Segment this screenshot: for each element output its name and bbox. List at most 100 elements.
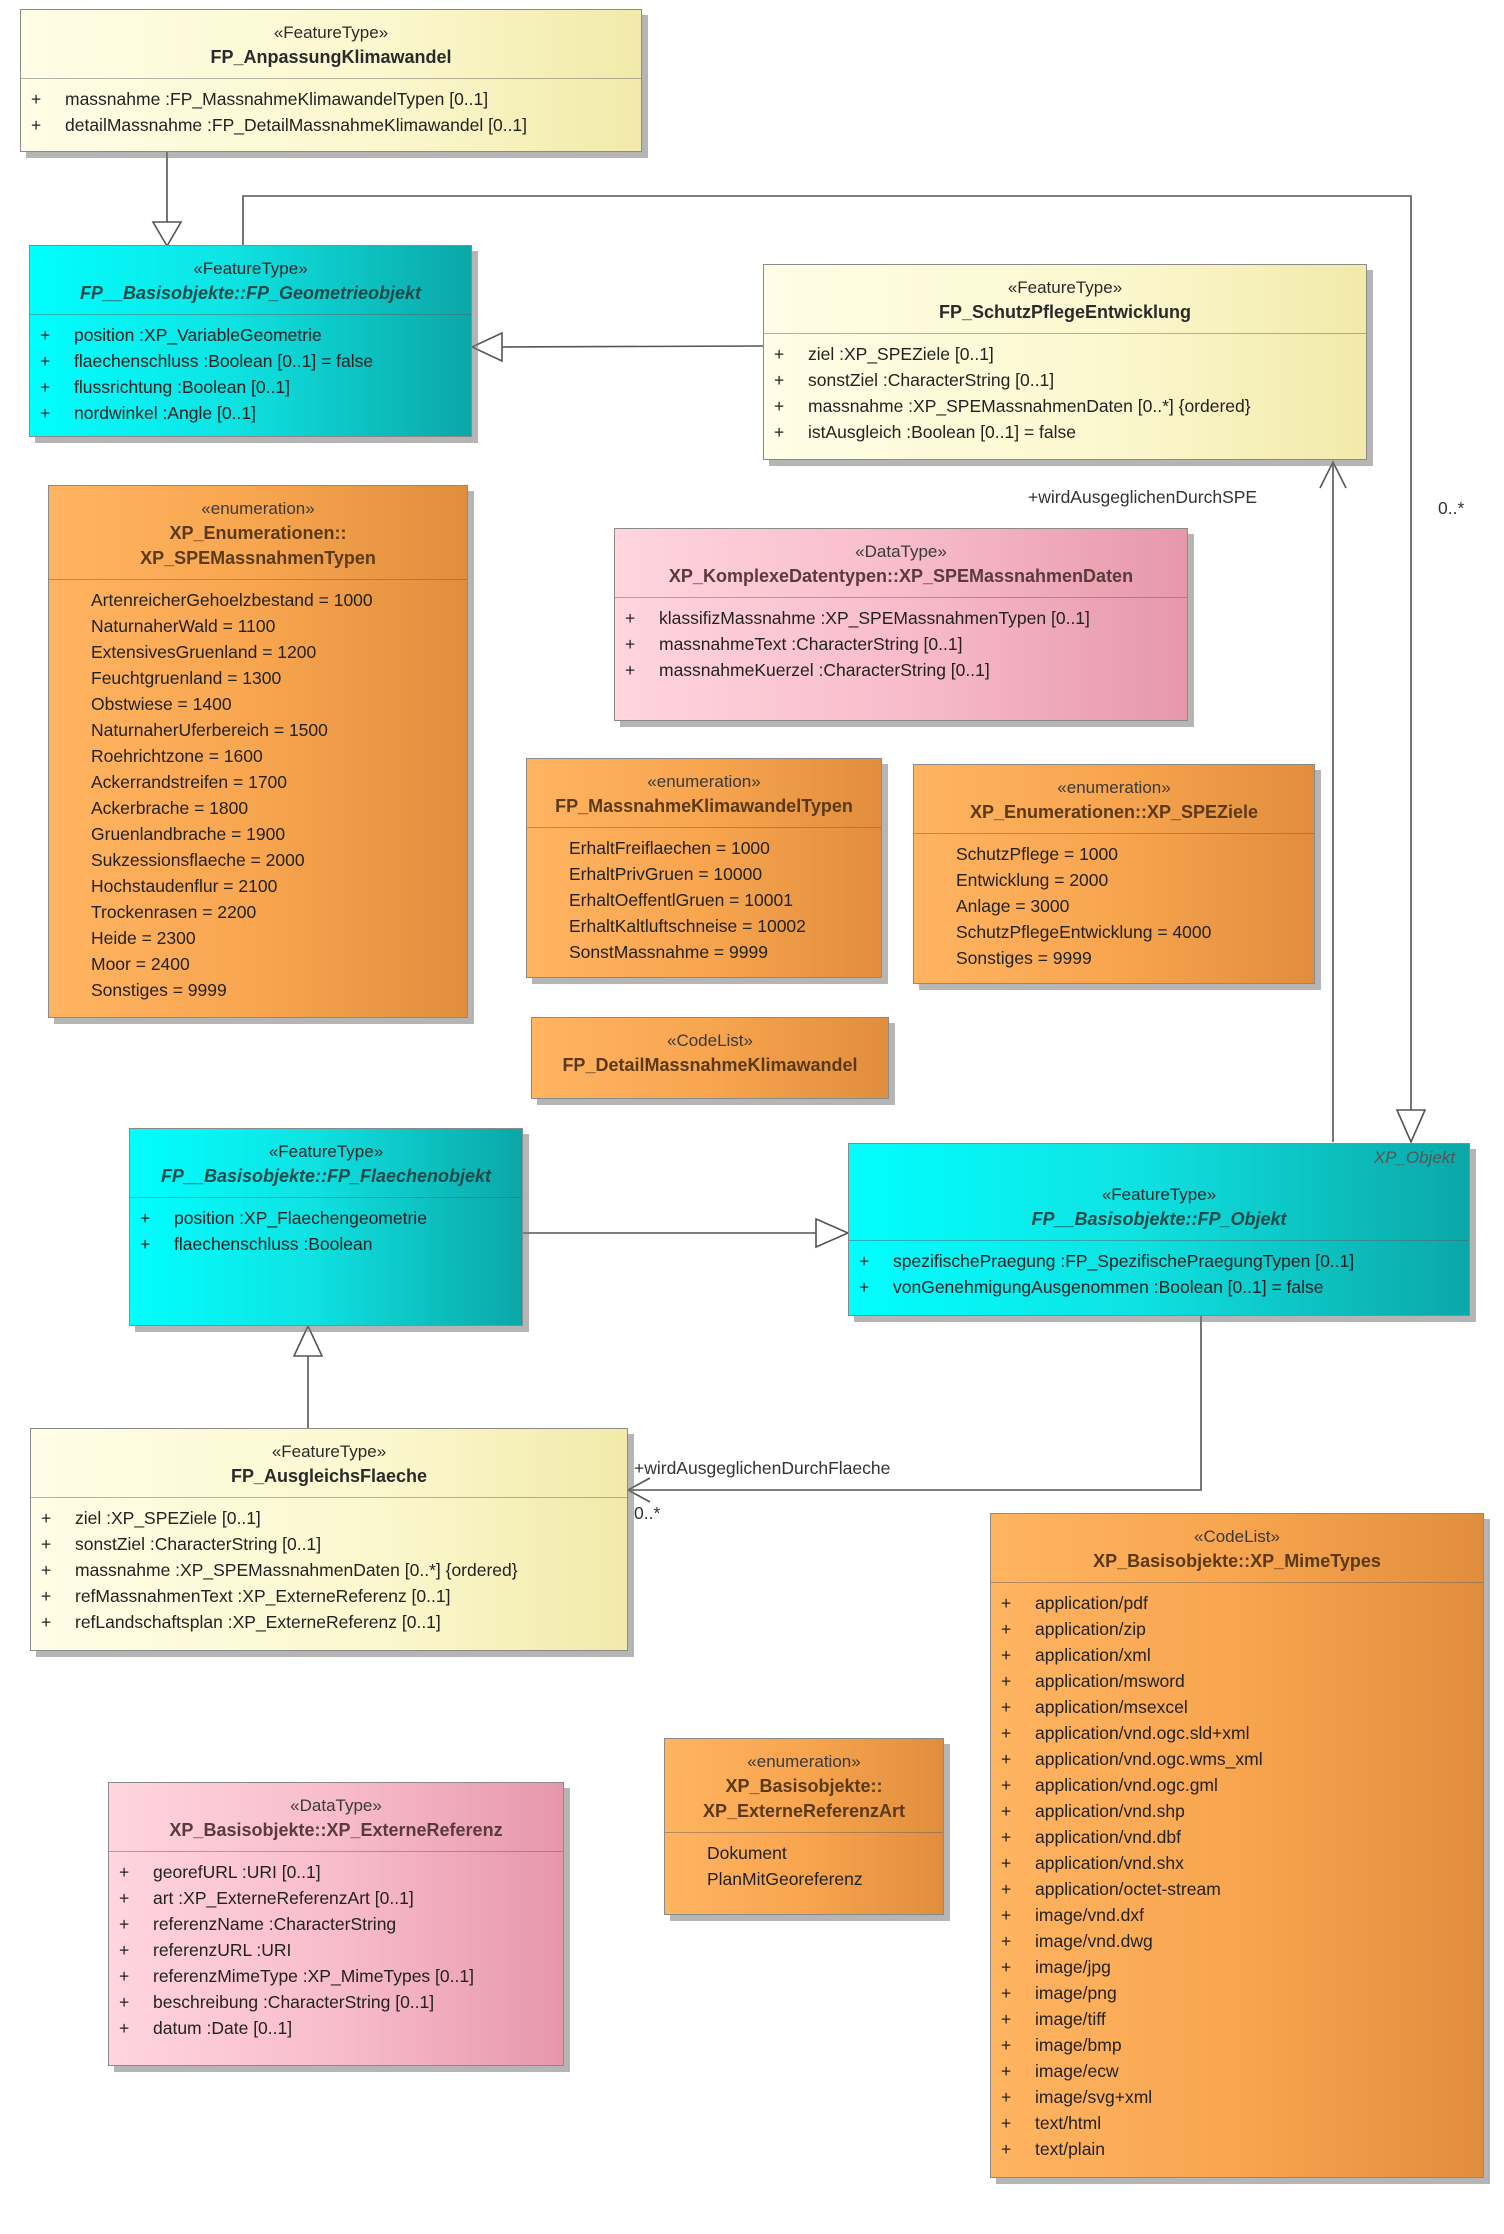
stereotype-label: «enumeration» xyxy=(201,499,315,518)
attribute: +beschreibung :CharacterString [0..1] xyxy=(119,1992,435,2012)
stereotype-label: «enumeration» xyxy=(1057,778,1171,797)
enum-literal: Sonstiges = 9999 xyxy=(956,948,1092,968)
class-fp-geometrieobjekt[interactable]: «FeatureType» FP__Basisobjekte::FP_Geome… xyxy=(29,245,472,437)
enum-literal-list: Dokument PlanMitGeoreferenz xyxy=(665,1832,943,1900)
class-name: FP__Basisobjekte::FP_Objekt xyxy=(1031,1209,1287,1229)
attribute: +georefURL :URI [0..1] xyxy=(119,1862,321,1882)
code-value: +image/bmp xyxy=(1001,2035,1122,2055)
class-name: FP_MassnahmeKlimawandelTypen xyxy=(555,796,853,816)
association-multiplicity-spe: 0..* xyxy=(1438,498,1465,518)
attribute: +klassifizMassnahme :XP_SPEMassnahmenTyp… xyxy=(625,608,1090,628)
code-value: +image/ecw xyxy=(1001,2061,1119,2081)
enum-literal-list: SchutzPflege = 1000 Entwicklung = 2000 A… xyxy=(914,833,1314,979)
attribute: +ziel :XP_SPEZiele [0..1] xyxy=(41,1508,261,1528)
attribute: +vonGenehmigungAusgenommen :Boolean [0..… xyxy=(859,1277,1324,1297)
code-value: +image/png xyxy=(1001,1983,1117,2003)
attribute-list: +ziel :XP_SPEZiele [0..1] +sonstZiel :Ch… xyxy=(31,1497,627,1643)
generalization-arrowhead xyxy=(292,1324,324,1357)
code-value: +application/xml xyxy=(1001,1645,1151,1665)
enum-literal: Ackerrandstreifen = 1700 xyxy=(91,772,288,792)
enum-literal: PlanMitGeoreferenz xyxy=(707,1869,863,1889)
stereotype-label: «FeatureType» xyxy=(1101,1185,1217,1204)
datatype-xp-externereferenz[interactable]: «DataType» XP_Basisobjekte::XP_ExterneRe… xyxy=(108,1782,564,2066)
class-name: FP_AusgleichsFlaeche xyxy=(230,1466,428,1486)
code-value: +application/vnd.shx xyxy=(1001,1853,1184,1873)
attribute-list: +position :XP_VariableGeometrie +flaeche… xyxy=(30,314,471,434)
code-value: +application/vnd.ogc.wms_xml xyxy=(1001,1749,1263,1769)
class-name: FP_AnpassungKlimawandel xyxy=(210,47,452,67)
enum-xp-speziele[interactable]: «enumeration» XP_Enumerationen::XP_SPEZi… xyxy=(913,764,1315,984)
enum-literal: SonstMassnahme = 9999 xyxy=(569,942,768,962)
class-fp-ausgleichsflaeche[interactable]: «FeatureType» FP_AusgleichsFlaeche +ziel… xyxy=(30,1428,628,1651)
association-multiplicity-flaeche: 0..* xyxy=(634,1503,661,1523)
attribute: +referenzName :CharacterString xyxy=(119,1914,397,1934)
attribute: +massnahme :XP_SPEMassnahmenDaten [0..*]… xyxy=(41,1560,518,1580)
stereotype-label: «CodeList» xyxy=(1193,1527,1280,1546)
stereotype-label: «FeatureType» xyxy=(271,1442,387,1461)
enum-literal: Roehrichtzone = 1600 xyxy=(91,746,263,766)
generalization-geometrieobjekt-objekt xyxy=(242,195,1412,1110)
class-name-line1: XP_Enumerationen:: xyxy=(169,523,347,543)
code-value: +application/vnd.ogc.gml xyxy=(1001,1775,1218,1795)
attribute: +position :XP_VariableGeometrie xyxy=(40,325,322,345)
generalization-arrowhead xyxy=(151,221,183,248)
enum-fp-massnahmeklimawandeltypen[interactable]: «enumeration» FP_MassnahmeKlimawandelTyp… xyxy=(526,758,882,978)
enum-literal: Hochstaudenflur = 2100 xyxy=(91,876,278,896)
code-value: +application/pdf xyxy=(1001,1593,1148,1613)
enum-literal: SchutzPflegeEntwicklung = 4000 xyxy=(956,922,1212,942)
code-value: +application/vnd.ogc.sld+xml xyxy=(1001,1723,1250,1743)
stereotype-label: «FeatureType» xyxy=(1007,278,1123,297)
enum-xp-spemassnahmentypen[interactable]: «enumeration» XP_Enumerationen:: XP_SPEM… xyxy=(48,485,468,1018)
codelist-fp-detailmassnahmeklimawandel[interactable]: «CodeList» FP_DetailMassnahmeKlimawandel xyxy=(531,1017,889,1099)
generalization-arrowhead xyxy=(1395,1109,1427,1144)
code-value: +image/jpg xyxy=(1001,1957,1111,1977)
attribute: +detailMassnahme :FP_DetailMassnahmeKlim… xyxy=(31,115,528,135)
class-name: FP_SchutzPflegeEntwicklung xyxy=(938,302,1192,322)
enum-literal: ArtenreicherGehoelzbestand = 1000 xyxy=(91,590,373,610)
attribute-list: +spezifischePraegung :FP_SpezifischePrae… xyxy=(849,1240,1469,1308)
generalization-arrowhead xyxy=(815,1217,850,1249)
enum-literal: Heide = 2300 xyxy=(91,928,196,948)
stereotype-label: «CodeList» xyxy=(666,1031,753,1050)
tag-xp-objekt: XP_Objekt xyxy=(1373,1148,1455,1167)
class-fp-schutzpflegeentwicklung[interactable]: «FeatureType» FP_SchutzPflegeEntwicklung… xyxy=(763,264,1367,460)
enum-literal: Dokument xyxy=(707,1843,787,1863)
attribute: +art :XP_ExterneReferenzArt [0..1] xyxy=(119,1888,414,1908)
enum-literal: Anlage = 3000 xyxy=(956,896,1070,916)
enum-literal: Trockenrasen = 2200 xyxy=(91,902,257,922)
datatype-xp-spemassnahmendaten[interactable]: «DataType» XP_KomplexeDatentypen::XP_SPE… xyxy=(614,528,1188,721)
enum-literal: SchutzPflege = 1000 xyxy=(956,844,1118,864)
code-value: +application/vnd.shp xyxy=(1001,1801,1185,1821)
stereotype-label: «FeatureType» xyxy=(268,1142,384,1161)
enum-literal: NaturnaherUferbereich = 1500 xyxy=(91,720,328,740)
enum-literal-list: ErhaltFreiflaechen = 1000 ErhaltPrivGrue… xyxy=(527,827,881,973)
attribute: +flaechenschluss :Boolean xyxy=(140,1234,373,1254)
stereotype-label: «DataType» xyxy=(290,1796,382,1815)
class-name-line1: XP_Basisobjekte:: xyxy=(725,1776,883,1796)
association-arrowhead-open xyxy=(626,1477,651,1503)
class-name: FP__Basisobjekte::FP_Geometrieobjekt xyxy=(79,283,422,303)
enum-literal: ErhaltFreiflaechen = 1000 xyxy=(569,838,770,858)
association-wirdausgeglichendurchflaeche xyxy=(628,1316,1202,1491)
attribute-list: +klassifizMassnahme :XP_SPEMassnahmenTyp… xyxy=(615,597,1187,691)
attribute: +massnahmeKuerzel :CharacterString [0..1… xyxy=(625,660,990,680)
enum-literal: Feuchtgruenland = 1300 xyxy=(91,668,282,688)
code-value: +text/plain xyxy=(1001,2139,1106,2159)
enum-xp-externereferenzart[interactable]: «enumeration» XP_Basisobjekte:: XP_Exter… xyxy=(664,1738,944,1915)
code-value: +application/vnd.dbf xyxy=(1001,1827,1181,1847)
codelist-xp-mimetypes[interactable]: «CodeList» XP_Basisobjekte::XP_MimeTypes… xyxy=(990,1513,1484,2178)
attribute-list: +georefURL :URI [0..1] +art :XP_ExterneR… xyxy=(109,1851,563,2049)
enum-literal: Obstwiese = 1400 xyxy=(91,694,232,714)
class-fp-flaechenobjekt[interactable]: «FeatureType» FP__Basisobjekte::FP_Flaec… xyxy=(129,1128,523,1326)
class-fp-anpassungklimawandel[interactable]: «FeatureType» FP_AnpassungKlimawandel +m… xyxy=(20,9,642,152)
class-fp-objekt[interactable]: XP_Objekt «FeatureType» FP__Basisobjekte… xyxy=(848,1143,1470,1316)
class-name: FP__Basisobjekte::FP_Flaechenobjekt xyxy=(160,1166,492,1186)
stereotype-label: «enumeration» xyxy=(647,772,761,791)
generalization-arrowhead xyxy=(470,331,503,363)
association-role-flaeche: +wirdAusgeglichenDurchFlaeche xyxy=(634,1458,891,1478)
attribute-list: +application/pdf +application/zip +appli… xyxy=(991,1582,1483,2170)
code-value: +image/vnd.dxf xyxy=(1001,1905,1144,1925)
attribute-list: +massnahme :FP_MassnahmeKlimawandelTypen… xyxy=(21,78,641,146)
enum-literal: Sukzessionsflaeche = 2000 xyxy=(91,850,305,870)
